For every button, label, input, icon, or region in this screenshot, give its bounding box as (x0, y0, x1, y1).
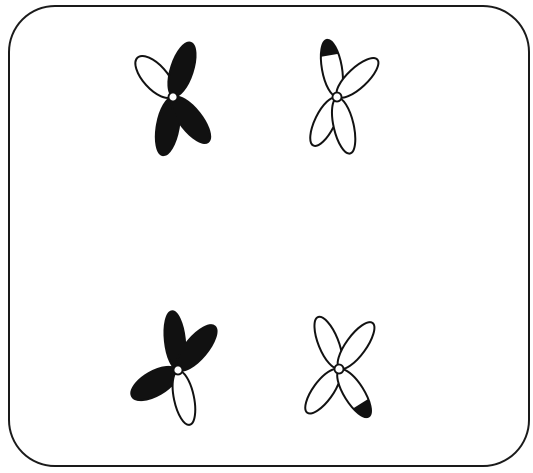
centromere (333, 93, 342, 102)
centromere (335, 365, 344, 374)
centromere (174, 366, 183, 375)
rounded-frame (9, 6, 529, 466)
centromere (169, 93, 178, 102)
